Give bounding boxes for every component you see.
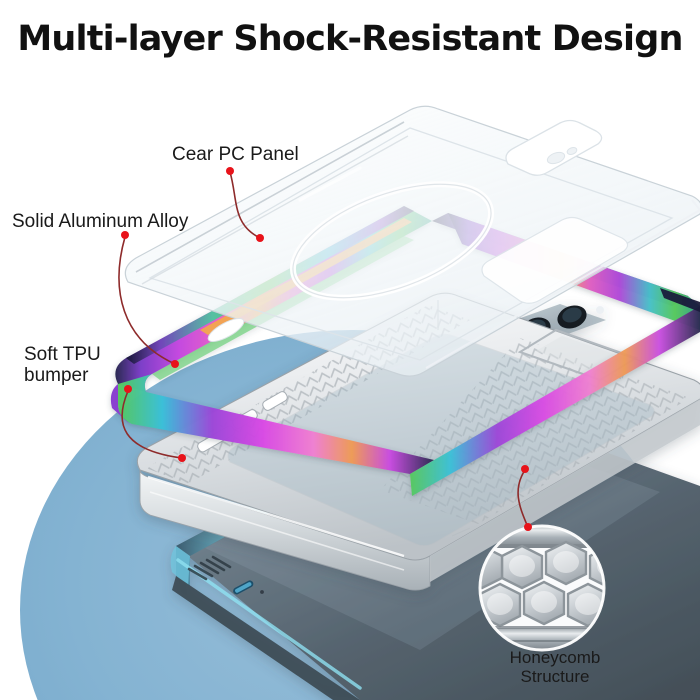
callout-leaders <box>118 171 528 526</box>
callout-label-clear-pc-panel: Cear PC Panel <box>172 144 299 165</box>
clear-panel-lower-cutout <box>481 216 629 304</box>
phone-usb-port <box>233 580 254 595</box>
magsafe-ring <box>289 181 495 301</box>
clear-pc-panel <box>124 105 700 377</box>
callout-dots <box>121 167 532 531</box>
page-title: Multi-layer Shock-Resistant Design <box>17 19 683 59</box>
callout-label-solid-aluminum-alloy: Solid Aluminum Alloy <box>12 211 189 232</box>
honeycomb-magnifier <box>478 524 606 652</box>
clear-panel-camera-cutout <box>505 119 603 176</box>
callout-label-soft-tpu-bumper: Soft TPU bumper <box>24 344 101 387</box>
callout-label-honeycomb-structure: Honeycomb Structure <box>509 648 601 687</box>
phone-speaker-grille <box>187 555 232 581</box>
